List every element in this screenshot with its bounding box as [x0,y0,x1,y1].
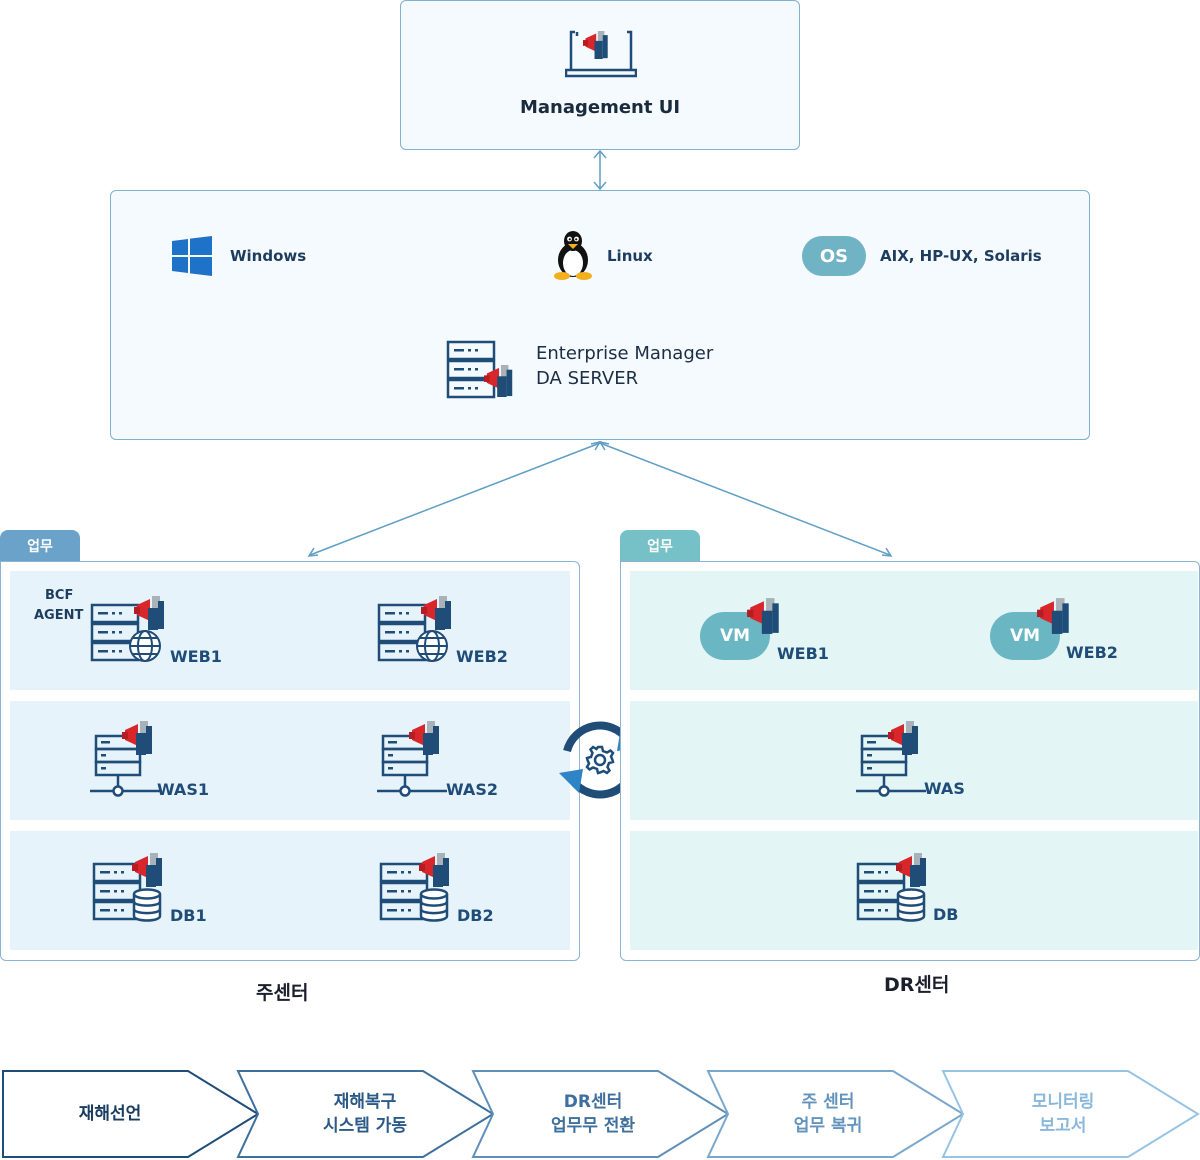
db-server-icon [379,853,449,922]
laptop-monitor-icon [565,30,637,78]
step-4-line2: 업무 복귀 [793,1116,863,1136]
da-server-box [110,190,1090,440]
step-3-line1: DR센터 [563,1092,623,1112]
dr-web1-label: WEB1 [777,644,829,663]
db-server-icon [92,853,162,922]
server-line2: DA SERVER [536,368,639,389]
main-was1-label: WAS1 [157,780,209,799]
dr-was-row [630,701,1198,820]
vm-badge: VM [700,612,770,660]
main-web1-label: WEB1 [170,647,222,666]
web-server-icon [90,596,164,662]
db-server-icon [856,853,926,922]
was-server-icon [90,721,160,797]
dr-center-tab[interactable]: 업무 [620,530,700,562]
step-5-line1: 모니터링 [1031,1092,1095,1112]
dr-center-title: DR센터 [884,974,950,996]
bcf-agent-label-2: AGENT [34,608,84,623]
step-2-line2: 시스템 가동 [322,1116,408,1136]
main-db2-label: DB2 [457,906,494,925]
os-badge: OS [802,236,866,276]
step-4-line1: 주 센터 [801,1092,855,1112]
main-center-title: 주센터 [256,982,309,1004]
unix-label: AIX, HP-UX, Solaris [880,247,1042,265]
windows-icon [172,236,212,276]
was-server-icon [856,721,926,797]
main-center-tab[interactable]: 업무 [0,530,80,562]
main-db1-label: DB1 [170,906,207,925]
step-2-line1: 재해복구 [333,1092,397,1112]
main-web-row [10,571,570,690]
dr-was-label: WAS [924,779,965,798]
bcf-agent-label-1: BCF [45,588,74,603]
server-line1: Enterprise Manager [536,343,714,364]
dr-web2-label: WEB2 [1066,643,1118,662]
windows-label: Windows [230,247,307,265]
management-ui-label: Management UI [519,97,681,118]
agent-icon [747,598,779,634]
step-1-label: 재해선언 [78,1104,142,1124]
agent-icon [1037,598,1069,634]
linux-label: Linux [607,247,653,265]
dr-db-label: DB [933,905,959,924]
main-was2-label: WAS2 [446,780,498,799]
main-web2-label: WEB2 [456,647,508,666]
web-server-icon [377,596,451,662]
step-5-line2: 보고서 [1039,1116,1087,1136]
step-3-line2: 업무무 전환 [550,1116,636,1136]
enterprise-server-icon [446,340,513,399]
was-server-icon [377,721,447,797]
main-was-row [10,701,570,820]
linux-tux-icon [554,231,592,280]
process-steps [2,1070,1200,1158]
